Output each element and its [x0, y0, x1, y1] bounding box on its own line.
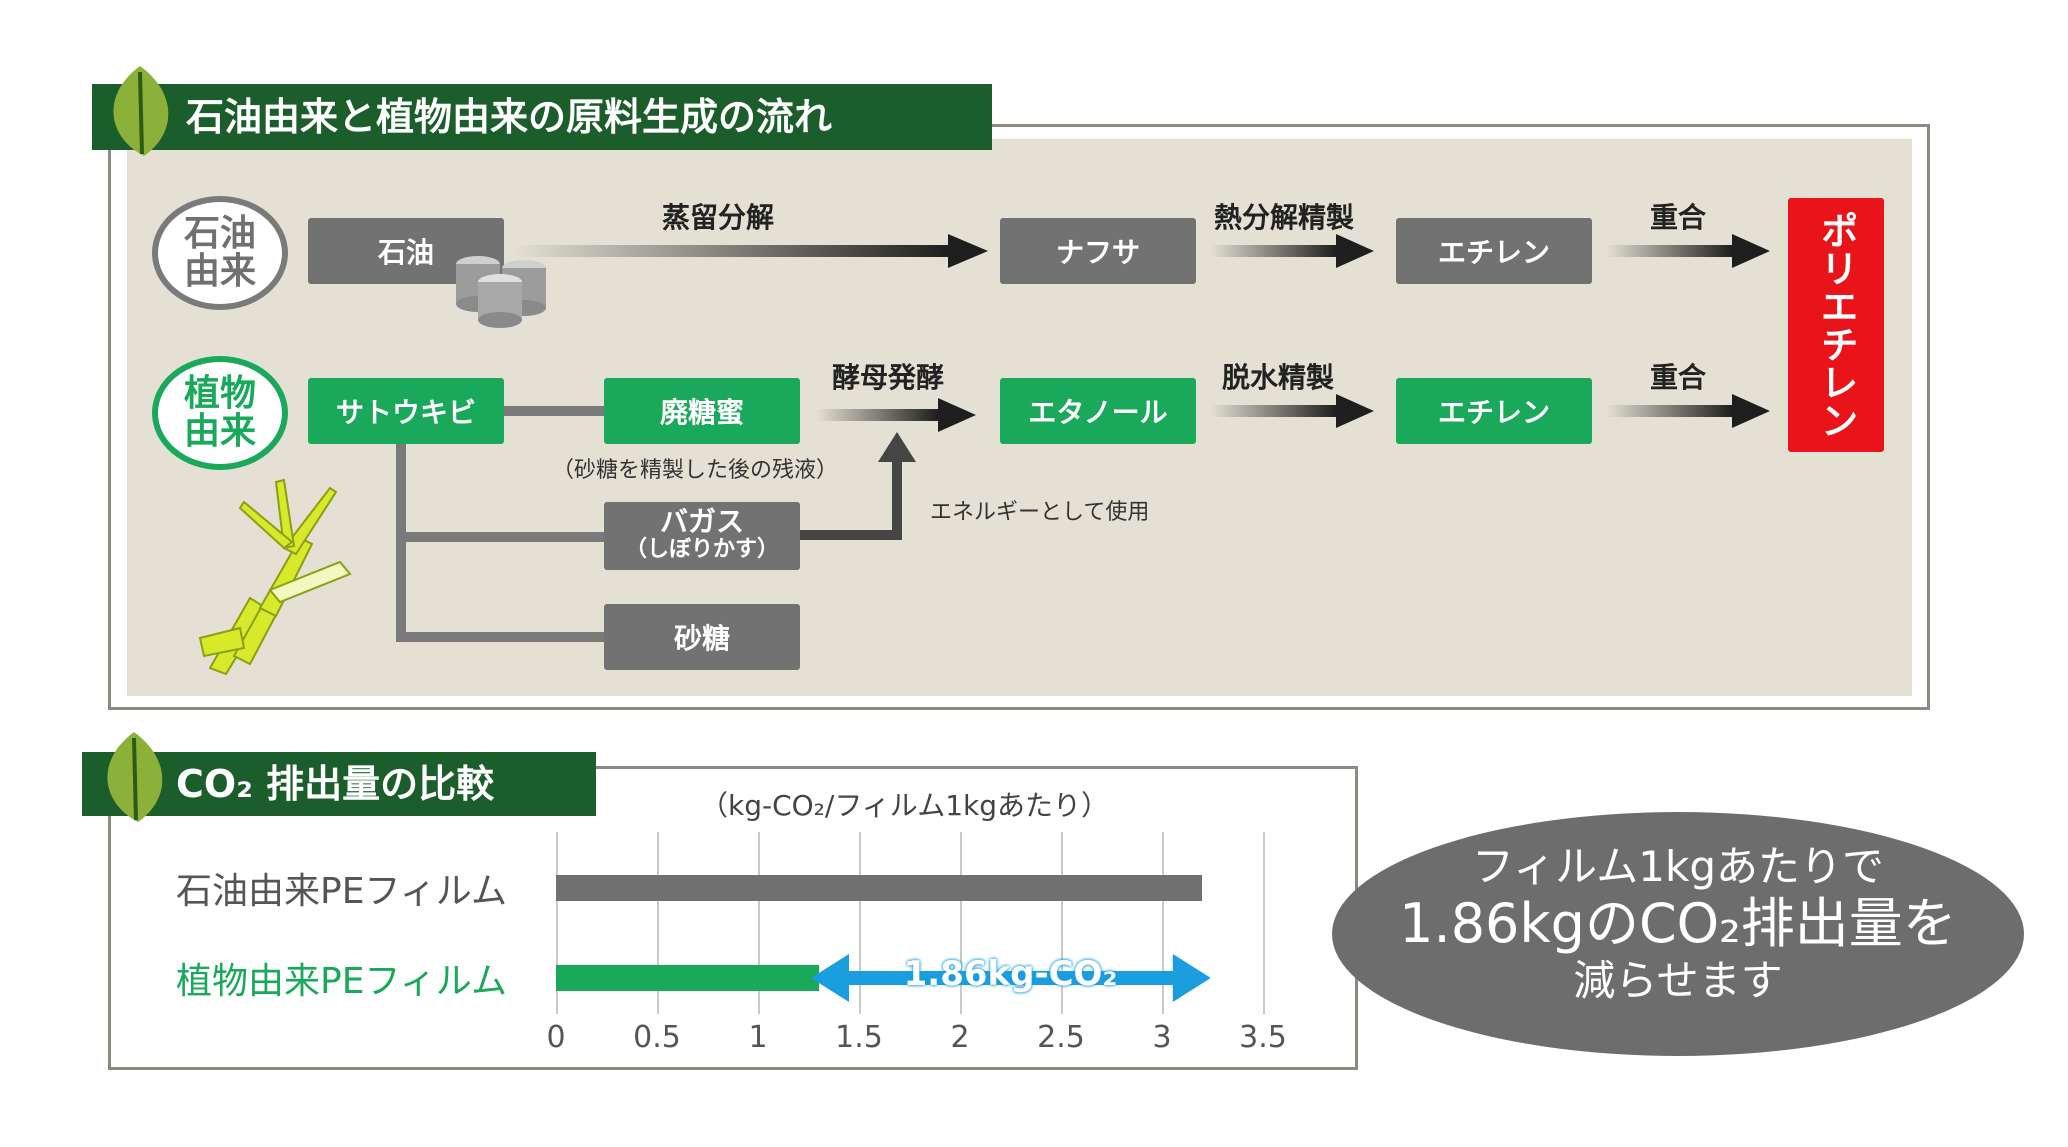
gridline [859, 832, 861, 1014]
x-tick-label: 3.5 [1239, 1020, 1287, 1055]
category-label: 植物由来PEフィルム [176, 961, 508, 1002]
x-tick-label: 2 [950, 1020, 970, 1055]
bubble-line-2: 1.86kgのCO₂排出量を [1399, 892, 1957, 955]
petro-arrow-2 [1210, 234, 1374, 268]
co2-title: CO₂ 排出量の比較 [82, 752, 596, 816]
leaf-icon [107, 732, 163, 822]
plant-step3-label: 重合 [1650, 361, 1707, 394]
gridline [657, 832, 659, 1014]
petro-step1-label: 蒸留分解 [662, 201, 775, 234]
connector-line [504, 406, 604, 416]
gridline [1162, 832, 1164, 1014]
reduction-double-arrow [810, 954, 1211, 1002]
x-tick-label: 1.5 [835, 1020, 883, 1055]
x-tick-label: 0 [546, 1020, 566, 1055]
oil-drum-icon [456, 256, 546, 328]
sugar-box: 砂糖 [604, 604, 800, 670]
bagasse-label: バガス [659, 505, 744, 538]
reduction-label: 1.86kg-CO₂ [903, 954, 1118, 994]
reduction-bubble: フィルム1kgあたりで 1.86kgのCO₂排出量を 減らせます [1332, 812, 2024, 1056]
bubble-line-1: フィルム1kgあたりで [1471, 842, 1885, 891]
flow-title-text: 石油由来と植物由来の原料生成の流れ [186, 95, 833, 139]
plant-step2-label: 脱水精製 [1222, 361, 1335, 394]
petro-origin-circle: 石油 由来 [152, 196, 288, 310]
plant-ethylene-box: エチレン [1396, 378, 1592, 444]
petro-mid-box: ナフサ [1000, 218, 1196, 284]
x-tick-label: 3 [1152, 1020, 1172, 1055]
petro-step2-label: 熱分解精製 [1214, 201, 1355, 234]
plant-arrow-1 [816, 398, 976, 432]
x-tick-label: 0.5 [633, 1020, 681, 1055]
molasses-note: （砂糖を精製した後の残液） [552, 458, 839, 483]
co2-panel-frame [108, 766, 1358, 1070]
bagasse-sub-label: （しぼりかす） [624, 537, 779, 562]
gridline [1061, 832, 1063, 1014]
gridline [1263, 832, 1265, 1014]
ethanol-box: エタノール [1000, 378, 1196, 444]
bar [556, 965, 819, 991]
leaf-icon [113, 66, 169, 156]
connector-line [396, 532, 604, 542]
plant-origin-circle: 植物 由来 [152, 356, 288, 470]
polyethylene-box: ポリエチレン [1788, 198, 1884, 452]
molasses-box: 廃糖蜜 [604, 378, 800, 444]
petro-step3-label: 重合 [1650, 201, 1707, 234]
plant-arrow-3 [1606, 394, 1770, 428]
bar [556, 875, 1203, 901]
gridline [556, 832, 558, 1014]
bagasse-box: バガス （しぼりかす） [604, 502, 800, 570]
connector-line [396, 444, 406, 642]
flow-title: 石油由来と植物由来の原料生成の流れ [92, 84, 992, 150]
x-tick-label: 1 [748, 1020, 768, 1055]
energy-note: エネルギーとして使用 [930, 500, 1150, 525]
petro-arrow-3 [1606, 234, 1770, 268]
sugarcane-icon [198, 478, 352, 676]
petro-ethylene-box: エチレン [1396, 218, 1592, 284]
category-label: 石油由来PEフィルム [176, 871, 508, 912]
gridline [960, 832, 962, 1014]
energy-line [892, 458, 902, 540]
energy-line [800, 530, 902, 540]
plant-source-box: サトウキビ [308, 378, 504, 444]
bubble-line-3: 減らせます [1573, 956, 1783, 1005]
co2-title-text: CO₂ 排出量の比較 [176, 762, 495, 806]
plant-step1-label: 酵母発酵 [832, 361, 945, 394]
gridline [758, 832, 760, 1014]
petro-arrow-1 [512, 234, 988, 268]
energy-arrow-head [878, 432, 916, 462]
plant-arrow-2 [1210, 394, 1374, 428]
connector-line [396, 632, 604, 642]
x-tick-label: 2.5 [1037, 1020, 1085, 1055]
chart-unit-label: （kg-CO₂/フィルム1kgあたり） [700, 789, 1110, 822]
